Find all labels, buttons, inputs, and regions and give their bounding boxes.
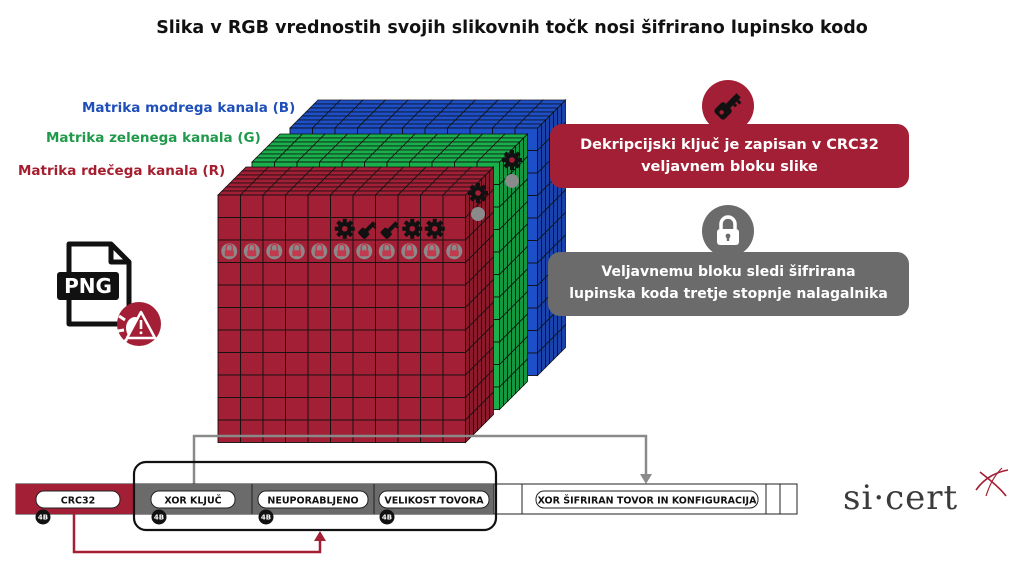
embedded-code-pixels: [221, 150, 522, 260]
png-file-icon: PNG: [57, 241, 161, 346]
locked-pixel-icon: [471, 207, 485, 221]
decryption-key-callout: Dekripcijski ključ je zapisan v CRC32 ve…: [550, 124, 909, 188]
payload-size-label: VELIKOST TOVORA: [384, 496, 484, 507]
si-cert-logo: si·cert: [843, 478, 958, 518]
page-title: Slika v RGB vrednostih svojih slikovnih …: [156, 18, 868, 38]
lock-callout-line2: lupinska koda tretje stopnje nalagalnika: [569, 286, 888, 302]
gear-icon: [402, 218, 423, 239]
unused-label: NEUPORABLJENO: [267, 496, 358, 507]
svg-text:4B: 4B: [154, 514, 164, 522]
crc-arrow: [72, 514, 322, 554]
green-channel-label: Matrika zelenega kanala (G): [46, 130, 261, 146]
key-callout-line2: veljavnem bloku slike: [641, 159, 818, 175]
svg-text:4B: 4B: [261, 514, 271, 522]
size-badge-xor: [151, 509, 167, 525]
lock-callout-line1: Veljavnemu bloku sledi šifrirana: [601, 264, 856, 281]
logo-swirl-icon: [975, 467, 1009, 497]
crc32-label: CRC32: [61, 496, 95, 507]
gear-icon: [502, 150, 522, 170]
key-icon: [702, 80, 754, 132]
svg-text:4B: 4B: [382, 514, 392, 522]
key-icon: [380, 221, 399, 239]
red-channel-matrix: [217, 166, 495, 444]
header-group-outline: [132, 460, 498, 532]
xor-key-label: XOR KLJUČ: [164, 495, 221, 507]
warning-bug-icon: [117, 302, 161, 346]
logo-text: si·cert: [843, 478, 959, 518]
size-badge-crc: [35, 509, 51, 525]
size-badge-size: [379, 509, 395, 525]
key-callout-line1: Dekripcijski ključ je zapisan v CRC32: [580, 136, 879, 153]
gear-icon: [468, 183, 488, 203]
blue-channel-label: Matrika modrega kanala (B): [82, 100, 296, 116]
locked-pixel-icon: [505, 174, 519, 188]
xor-key-arrowhead: [640, 474, 652, 484]
lock-icon: [702, 205, 754, 257]
crc-arrowhead: [314, 531, 326, 541]
size-badge-unused: [258, 509, 274, 525]
gear-icon: [424, 218, 445, 239]
key-icon: [358, 221, 377, 239]
shellcode-callout: Veljavnemu bloku sledi šifrirana lupinsk…: [548, 252, 909, 316]
png-label: PNG: [64, 274, 112, 298]
red-channel-label: Matrika rdečega kanala (R): [18, 163, 226, 179]
gear-icon: [334, 218, 355, 239]
payload-label: XOR ŠIFRIRAN TOVOR IN KONFIGURACIJA: [538, 495, 758, 507]
svg-text:4B: 4B: [38, 514, 48, 522]
